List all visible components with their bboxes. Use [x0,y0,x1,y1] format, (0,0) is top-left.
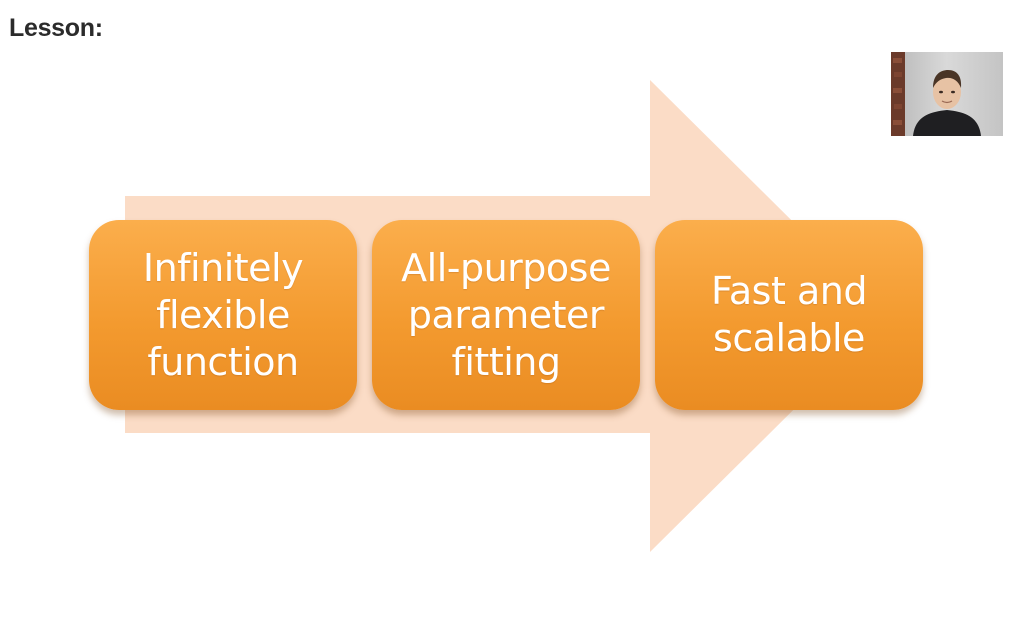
presenter-video-thumbnail[interactable] [891,52,1003,136]
step-label: Infinitely flexible function [142,245,304,384]
step-box-fast-and-scalable: Fast and scalable [655,220,923,410]
step-label: All-purpose parameter fitting [401,245,611,384]
step-label: Fast and scalable [711,269,867,360]
step-box-infinitely-flexible-function: Infinitely flexible function [89,220,357,410]
presenter-webcam-icon [891,52,1003,136]
lesson-label: Lesson: [9,14,103,42]
step-box-all-purpose-parameter-fitting: All-purpose parameter fitting [372,220,640,410]
